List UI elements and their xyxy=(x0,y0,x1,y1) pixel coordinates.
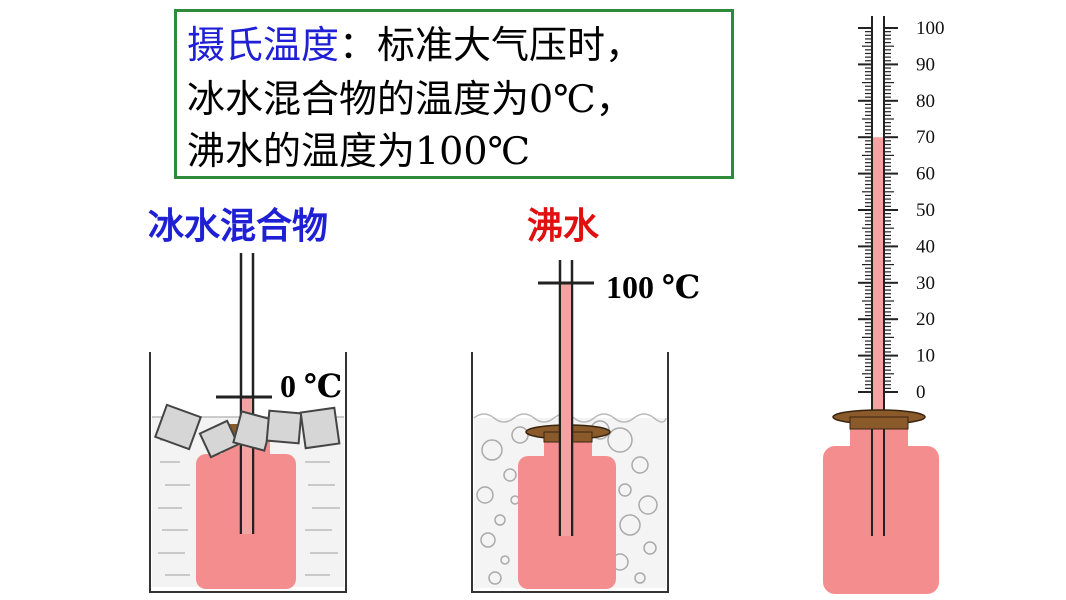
ice-water-setup: 0 ℃ xyxy=(149,253,347,593)
scale-tick-label: 80 xyxy=(916,91,935,112)
scale-tick-label: 20 xyxy=(916,309,935,330)
scale-tick-label: 60 xyxy=(916,164,935,185)
scale-liquid-column xyxy=(873,137,883,536)
scale-tick-label: 10 xyxy=(916,346,935,367)
boil-mark-text: 100 ℃ xyxy=(606,269,700,305)
scale-tick-label: 100 xyxy=(916,18,945,39)
boil-beaker xyxy=(471,352,669,593)
boiling-water-label: 沸水 xyxy=(527,206,600,247)
definition-line-1: 摄氏温度：标准大气压时， xyxy=(187,26,643,64)
definition-line-3: 沸水的温度为100℃ xyxy=(187,129,531,173)
scale-tick-label: 40 xyxy=(916,236,935,257)
ice-water-label: 冰水混合物 xyxy=(148,206,329,247)
ice-cubes xyxy=(153,403,341,459)
definition-box: 摄氏温度：标准大气压时， 冰水混合物的温度为0℃， 沸水的温度为100℃ xyxy=(174,9,734,179)
boiling-water-setup: 100 ℃ xyxy=(471,260,700,593)
bubbles xyxy=(476,420,658,585)
ice-mark-text: 0 ℃ xyxy=(280,368,342,404)
scale-tick-label: 90 xyxy=(916,54,935,75)
scale-tick-label: 0 xyxy=(916,382,926,403)
ice-tube-liquid xyxy=(242,397,252,534)
boil-tube-liquid xyxy=(561,283,571,536)
scale-ticks xyxy=(858,27,898,393)
scale-tick-label: 30 xyxy=(916,273,935,294)
definition-term: 摄氏温度 xyxy=(187,23,340,67)
definition-line-2: 冰水混合物的温度为0℃， xyxy=(187,77,634,121)
scale-tick-label: 70 xyxy=(916,127,935,148)
big-flask-body xyxy=(823,446,939,594)
ice-beaker xyxy=(149,352,347,593)
definition-line-1-rest: ：标准大气压时， xyxy=(339,23,644,67)
scale-tick-label: 50 xyxy=(916,200,935,221)
